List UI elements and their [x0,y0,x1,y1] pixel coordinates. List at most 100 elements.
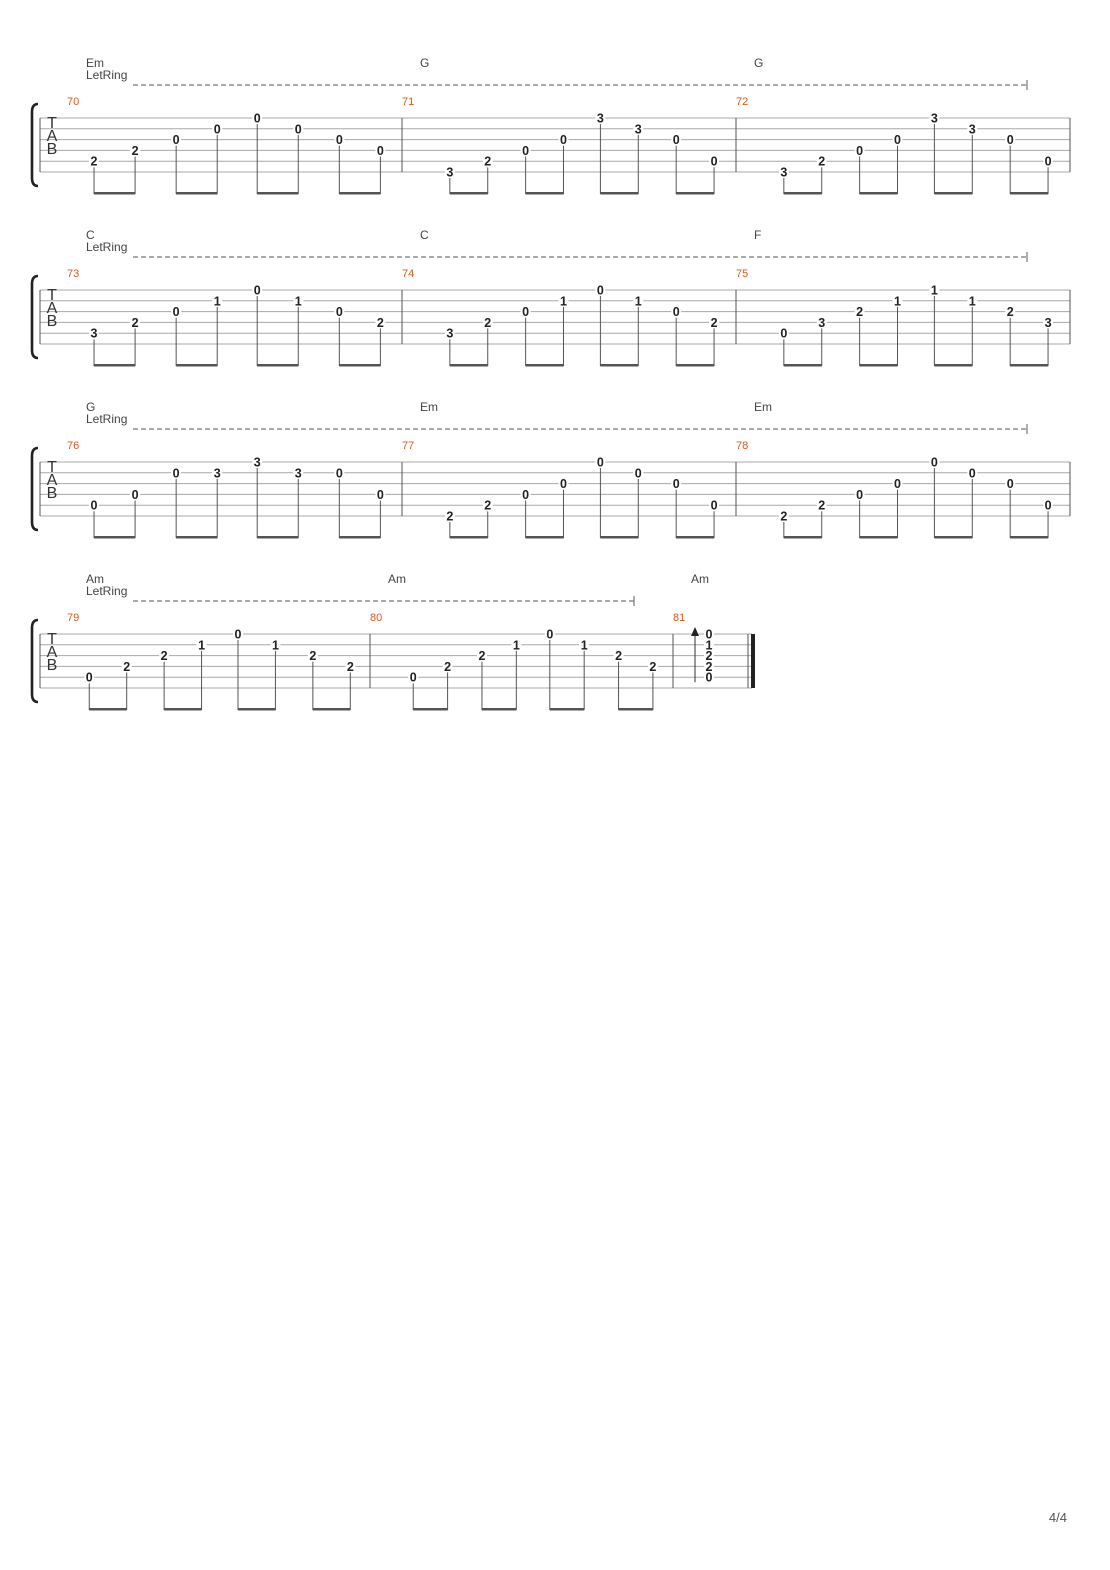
fret-background [704,671,714,683]
fret-number: 0 [235,628,242,642]
fret-number: 0 [1007,133,1014,147]
fret-background [579,638,590,651]
fret-number: 0 [706,628,713,642]
fret-number: 0 [673,305,680,319]
note-beam [600,536,639,539]
fret-number: 0 [931,456,938,470]
fret-number: 0 [91,499,98,513]
system-bracket [30,274,39,360]
note-beam [676,364,715,367]
note-beam [676,192,715,195]
note-beam [89,708,127,711]
fret-number: 2 [161,649,168,663]
fret-background [89,155,100,168]
fret-number: 1 [706,638,713,652]
note-beam [783,192,822,195]
fret-number: 2 [711,316,718,330]
arpeggio-arrow-icon [691,627,699,636]
chord-name: Em [420,400,438,414]
fret-number: 2 [377,316,384,330]
fret-background [929,284,940,296]
fret-number: 2 [91,155,98,169]
fret-number: 0 [635,466,642,480]
fret-background [252,112,263,124]
fret-background [476,649,487,662]
fret-number: 3 [446,327,453,341]
note-beam [94,364,136,367]
chord-name: F [754,228,761,242]
chord-name: G [420,56,429,70]
fret-number: 0 [522,144,529,158]
fret-background [967,122,978,135]
fret-number: 2 [818,155,825,169]
fret-number: 1 [214,294,221,308]
note-beam [525,536,564,539]
fret-background [442,660,453,673]
fret-number: 0 [522,488,529,502]
fret-background [558,294,569,307]
fret-background [375,316,386,329]
fret-number: 0 [410,671,417,685]
note-beam [176,536,218,539]
fret-background [709,316,720,329]
fret-background [1005,305,1016,318]
fret-number: 0 [1045,499,1052,513]
system-bracket [30,446,39,532]
fret-number: 2 [132,144,139,158]
fret-number: 2 [818,499,825,513]
fret-background [671,133,682,146]
note-beam [176,192,218,195]
measure-number: 75 [736,268,748,280]
measure-number: 80 [370,612,382,624]
fret-background [171,133,182,146]
fret-number: 3 [597,112,604,126]
fret-background [1005,477,1016,490]
measure-number: 76 [67,440,79,452]
fret-number: 0 [597,456,604,470]
fret-number: 2 [856,305,863,319]
fret-number: 0 [560,133,567,147]
fret-background [375,488,386,501]
fret-number: 2 [649,660,656,674]
fret-number: 2 [444,660,451,674]
fret-background [544,628,555,640]
system-bracket [30,618,39,704]
fret-number: 0 [894,133,901,147]
fret-background [709,499,720,512]
fret-background [704,639,714,651]
fret-number: 3 [635,122,642,136]
fret-background [252,456,263,468]
fret-background [444,327,455,340]
fret-number: 3 [91,327,98,341]
note-beam [339,536,381,539]
measure-number: 70 [67,96,79,108]
fret-background [159,649,170,662]
fret-background [558,477,569,490]
fret-number: 1 [295,294,302,308]
fret-number: 2 [1007,305,1014,319]
chord-name: C [420,228,429,242]
note-beam [525,192,564,195]
fret-number: 0 [336,466,343,480]
fret-background [408,671,419,684]
tab-clef-letter: A [47,472,58,489]
chord-name: Am [388,572,406,586]
note-beam [257,192,299,195]
chord-name: Em [754,400,772,414]
tab-clef-letter: B [47,141,58,158]
chord-name: Am [86,572,104,586]
fret-number: 0 [214,122,221,136]
fret-background [520,488,531,501]
fret-number: 3 [214,466,221,480]
tab-clef-letter: A [47,300,58,317]
fret-number: 0 [673,477,680,491]
fret-number: 0 [377,488,384,502]
fret-number: 2 [446,510,453,524]
note-beam [676,536,715,539]
chord-name: Am [691,572,709,586]
note-beam [1010,536,1049,539]
fret-number: 1 [581,638,588,652]
fret-number: 2 [484,155,491,169]
fret-number: 2 [123,660,130,674]
